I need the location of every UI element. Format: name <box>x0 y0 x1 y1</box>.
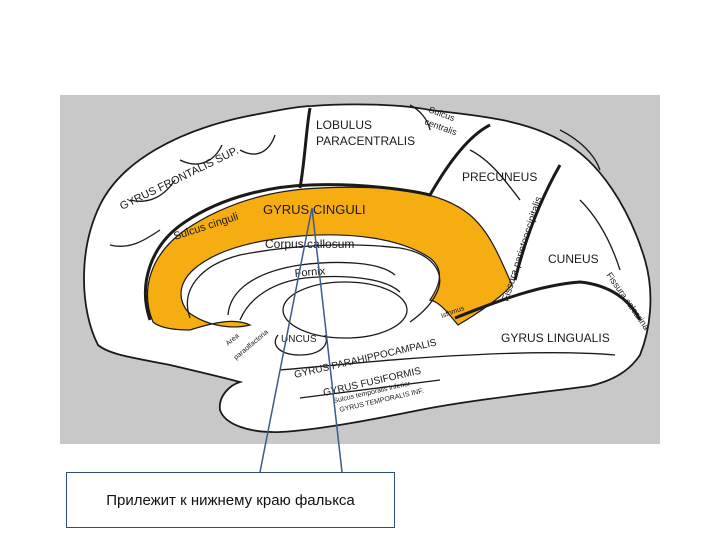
label-paracentralis: PARACENTRALIS <box>316 134 415 148</box>
frontal-sulcus-4 <box>239 134 276 155</box>
fissura-calcarina-line <box>454 280 642 321</box>
label-gyrus-cinguli: GYRUS CINGULI <box>263 202 366 217</box>
gyrus-cinguli-highlight <box>146 186 513 331</box>
caption-box: Прилежит к нижнему краю фалькса <box>66 472 395 528</box>
sulcus-temporalis-inf-line <box>299 379 441 399</box>
frontal-sulcus-2 <box>129 179 176 202</box>
frontal-sulcus-3 <box>179 144 223 165</box>
sulcus-centralis-line <box>409 104 431 131</box>
label-gyrus-lingualis: GYRUS LINGUALIS <box>501 331 610 345</box>
precuneus-sulcus <box>469 149 521 201</box>
label-lobulus: LOBULUS <box>316 118 372 132</box>
corpus-callosum-outline <box>186 244 441 323</box>
label-precuneus: PRECUNEUS <box>462 170 537 184</box>
paracentral-sulcus <box>298 107 312 189</box>
occipital-sulcus <box>559 129 601 171</box>
label-cuneus: CUNEUS <box>548 252 599 266</box>
sulcus-cinguli-upper <box>309 123 491 197</box>
frontal-sulcus-1 <box>109 229 161 247</box>
cuneus-sulcus <box>579 199 621 271</box>
pointer-line-right <box>311 207 343 473</box>
label-uncus: UNCUS <box>281 334 317 345</box>
fornix-inner <box>239 275 401 321</box>
interthalamic-oval <box>282 281 408 339</box>
caption-text: Прилежит к нижнему краю фалькса <box>106 491 355 509</box>
pointer-line-left <box>259 207 313 473</box>
label-corpus-callosum: Corpus callosum <box>265 237 354 251</box>
fissura-parietooccipitalis-line <box>513 164 562 281</box>
sulcus-cinguli-line <box>144 183 311 321</box>
collateral-sulcus-line <box>279 352 616 371</box>
fornix-outline <box>227 261 396 316</box>
uncus-outline <box>274 334 327 356</box>
